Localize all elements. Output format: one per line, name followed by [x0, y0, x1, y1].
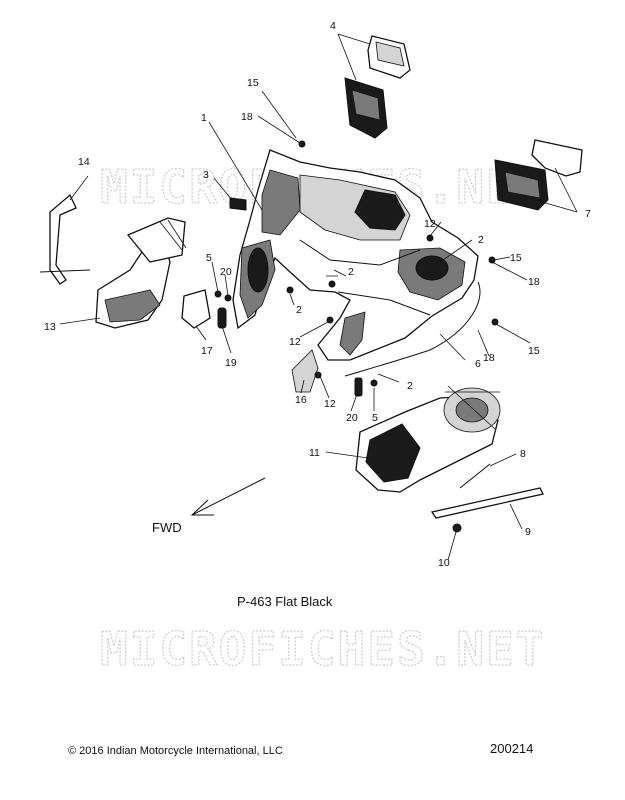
callout-2: 2 [348, 266, 354, 278]
callout-15: 15 [247, 77, 259, 89]
leader-lines [59, 33, 578, 561]
trim-strip [344, 281, 481, 377]
callout-3: 3 [203, 169, 209, 181]
callout-20: 20 [220, 266, 232, 278]
callout-labels: 1 2 2 2 2 3 4 5 5 6 7 8 9 10 11 12 12 12… [44, 20, 591, 569]
callout-13: 13 [44, 321, 56, 333]
paint-note: P-463 Flat Black [237, 594, 333, 609]
watermark-bottom: MICROFICHES.NET [100, 622, 545, 676]
forward-arrow [190, 477, 266, 516]
callout-1: 1 [201, 112, 207, 124]
mirror-bracket [39, 193, 91, 285]
callout-17: 17 [201, 345, 213, 357]
figure-number: 200214 [490, 741, 534, 756]
pocket-lid [344, 35, 411, 139]
lower-speaker-housing [355, 385, 501, 493]
callout-15: 15 [528, 345, 540, 357]
side-cap [291, 349, 319, 393]
badge [229, 197, 247, 211]
callout-2: 2 [407, 380, 413, 392]
callout-2: 2 [296, 304, 302, 316]
callout-10: 10 [438, 557, 450, 569]
callout-20: 20 [346, 412, 358, 424]
support-rod [459, 463, 491, 489]
callout-9: 9 [525, 526, 531, 538]
callout-5: 5 [372, 412, 378, 424]
support-bar [430, 487, 544, 519]
callout-6: 6 [475, 358, 481, 370]
callout-12: 12 [289, 336, 301, 348]
callout-18: 18 [241, 111, 253, 123]
callout-15: 15 [510, 252, 522, 264]
callout-19: 19 [225, 357, 237, 369]
callout-7: 7 [585, 208, 591, 220]
callout-12: 12 [424, 218, 436, 230]
right-pocket-lid [494, 139, 583, 211]
fasteners [286, 140, 499, 379]
callout-12: 12 [324, 398, 336, 410]
callout-18: 18 [528, 276, 540, 288]
copyright-notice: © 2016 Indian Motorcycle International, … [68, 745, 283, 757]
callout-16: 16 [295, 394, 307, 406]
callout-14: 14 [78, 156, 90, 168]
clip [217, 307, 227, 329]
mount-plate [181, 289, 211, 329]
callout-2: 2 [478, 234, 484, 246]
clip-lower [354, 377, 363, 397]
callout-4: 4 [330, 20, 336, 32]
fairing-inner-shell [232, 149, 479, 361]
callout-18: 18 [483, 352, 495, 364]
callout-11: 11 [309, 447, 320, 459]
callout-5: 5 [206, 252, 212, 264]
forward-direction-label: FWD [152, 520, 182, 535]
screw-10 [452, 523, 462, 533]
lower-duct-cover [95, 217, 187, 329]
screw-lower [370, 379, 378, 387]
callout-8: 8 [520, 448, 526, 460]
